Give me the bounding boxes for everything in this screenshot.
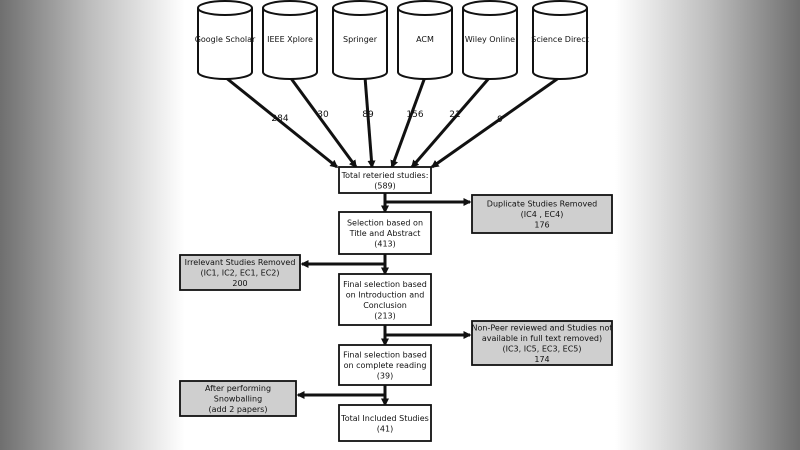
source-count-label: 284 [271, 114, 288, 124]
main-steps: Total reteried studies:(589) Selection ba… [338, 166, 432, 442]
total-included-box-line: Total Included Studies [340, 414, 429, 423]
title-abstract-box-line: (413) [374, 240, 396, 249]
non-peer-removed-box-line: available in full text removed) [482, 334, 602, 343]
title-abstract-box-frame [338, 211, 432, 255]
database-cylinder-top [532, 0, 588, 16]
total-retrieved-box-line: (589) [374, 181, 396, 190]
database-science-direct: Science Direct [531, 0, 589, 80]
introduction-conclusion-box-line: Final selection based [343, 280, 427, 289]
source-count-label: 9 [497, 115, 503, 125]
database-cylinder-icon [532, 8, 588, 80]
total-included-box-line: (41) [377, 424, 393, 433]
source-count-labels: 284 30 89 156 21 9 [271, 110, 503, 125]
duplicates-removed-box-frame [471, 194, 613, 234]
irrelevant-removed-box: Irrelevant Studies Removed (IC1, IC2, EC1… [179, 254, 301, 291]
source-count-label: 156 [406, 110, 423, 120]
database-cylinder-top [197, 0, 253, 16]
introduction-conclusion-box-line: on Introduction and [346, 290, 425, 299]
duplicates-removed-box: Duplicate Studies Removed(IC4 , EC4) 176 [471, 194, 613, 234]
total-included-box: Total Included Studies(41) [338, 404, 432, 442]
irrelevant-removed-box-line: (IC1, IC2, EC1, EC2) [200, 269, 279, 278]
duplicates-removed-box-line: Duplicate Studies Removed [487, 200, 597, 209]
database-name: Wiley Online [465, 35, 515, 44]
database-cylinder-icon [262, 8, 318, 80]
total-included-box-frame [338, 404, 432, 442]
connector-springer [363, 76, 376, 169]
database-name: IEEE Xplore [267, 35, 313, 44]
database-cylinder-icon [462, 8, 518, 80]
connector-ieee [288, 76, 358, 169]
complete-reading-box-line: (39) [377, 372, 393, 381]
title-abstract-box-line: Selection based on [347, 219, 423, 228]
title-abstract-box-line: Title and Abstract [349, 229, 421, 238]
database-name: Science Direct [531, 35, 589, 44]
irrelevant-removed-box-frame [179, 254, 301, 291]
introduction-conclusion-box-line: Conclusion [363, 301, 407, 310]
snowballing-box-line: After performing [205, 384, 271, 393]
non-peer-removed-box-line: (IC3, IC5, EC3, EC5) [502, 344, 581, 353]
complete-reading-box-frame [338, 344, 432, 386]
total-retrieved-box-line: Total reteried studies: [341, 171, 429, 180]
database-cylinder-top [262, 0, 318, 16]
database-cylinder-top [332, 0, 388, 16]
total-retrieved-box: Total reteried studies:(589) [338, 166, 432, 194]
database-ieee-xplore: IEEE Xplore [262, 0, 318, 80]
connector-wiley [410, 76, 492, 169]
snowballing-box-line: Snowballing [214, 395, 262, 404]
database-name: ACM [416, 35, 434, 44]
total-retrieved-box-frame [338, 166, 432, 194]
non-peer-removed-box-line: Non-Peer reviewed and Studies not [472, 323, 613, 332]
database-springer: Springer [332, 0, 388, 80]
source-databases: Google Scholar IEEE Xplore Springer ACM Wile… [195, 0, 589, 80]
database-google-scholar: Google Scholar [195, 0, 256, 80]
duplicates-removed-box-line: 176 [534, 221, 549, 230]
side-steps: Duplicate Studies Removed(IC4 , EC4) 176I… [179, 194, 613, 417]
database-cylinder-top [462, 0, 518, 16]
database-name: Google Scholar [195, 35, 256, 44]
complete-reading-box-line: Final selection based [343, 351, 427, 360]
database-wiley-online: Wiley Online [462, 0, 518, 80]
side-flow-connectors [296, 198, 472, 399]
source-count-label: 21 [449, 110, 460, 120]
non-peer-removed-box-frame [471, 320, 613, 366]
introduction-conclusion-box-line: (213) [374, 311, 396, 320]
database-cylinder-icon [397, 8, 453, 80]
non-peer-removed-box: Non-Peer reviewed and Studies not availab… [471, 320, 613, 366]
source-count-label: 30 [317, 110, 329, 120]
database-cylinder-top [397, 0, 453, 16]
database-cylinder-icon [332, 8, 388, 80]
database-name: Springer [343, 35, 378, 44]
snowballing-box-line: (add 2 papers) [209, 405, 268, 414]
irrelevant-removed-box-line: 200 [232, 279, 247, 288]
snowballing-box-frame [179, 380, 297, 417]
connector-acm [390, 76, 427, 169]
introduction-conclusion-box-frame [338, 273, 432, 326]
connector-science-direct [430, 75, 561, 169]
source-connectors [224, 75, 561, 169]
complete-reading-box-line: on complete reading [344, 361, 427, 370]
database-acm: ACM [397, 0, 453, 80]
non-peer-removed-box-line: 174 [534, 355, 549, 364]
source-count-label: 89 [362, 110, 374, 120]
database-cylinder-icon [197, 8, 253, 80]
duplicates-removed-box-line: (IC4 , EC4) [521, 210, 564, 219]
connector-google-scholar [224, 75, 339, 169]
irrelevant-removed-box-line: Irrelevant Studies Removed [185, 258, 296, 267]
